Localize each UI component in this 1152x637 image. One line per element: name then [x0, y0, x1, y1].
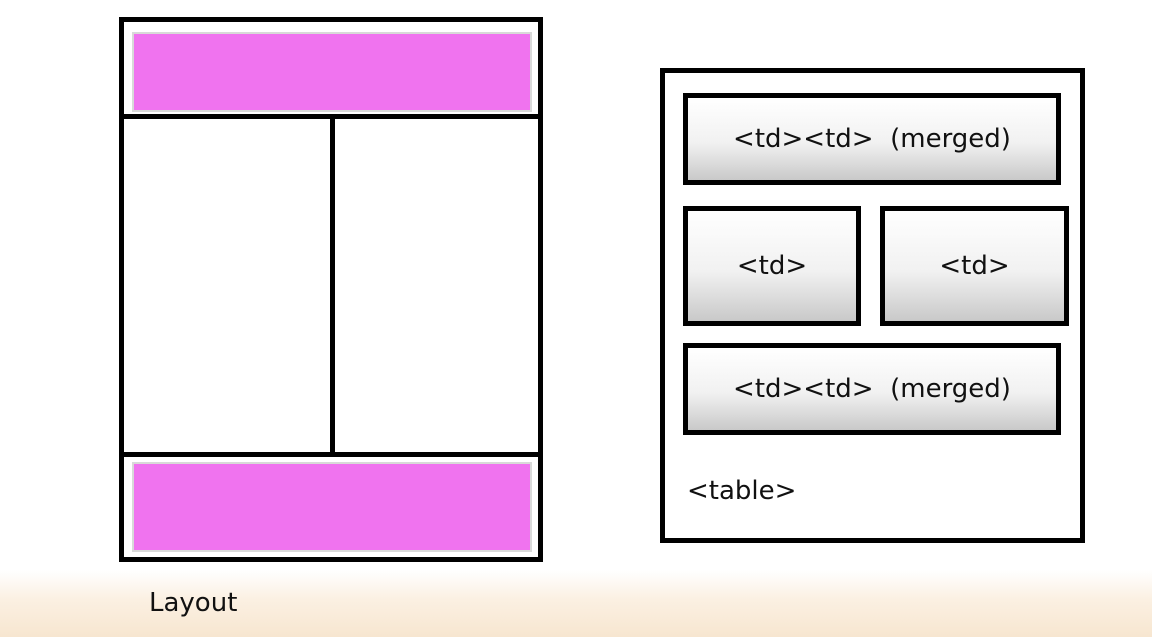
table-cell-right: <td> — [880, 206, 1069, 326]
layout-divider-bottom — [124, 452, 538, 457]
table-cell-merged-bottom: <td><td> (merged) — [683, 343, 1061, 435]
layout-header-band — [132, 32, 532, 112]
layout-caption: Layout — [149, 588, 238, 618]
layout-footer-band — [132, 462, 532, 552]
table-caption: <table> — [687, 476, 797, 506]
table-diagram: <td><td> (merged) <td> <td> <td><td> (me… — [660, 68, 1085, 543]
layout-diagram — [119, 17, 543, 562]
layout-column-divider — [330, 114, 335, 457]
table-cell-merged-top: <td><td> (merged) — [683, 93, 1061, 185]
table-cell-left: <td> — [683, 206, 861, 326]
